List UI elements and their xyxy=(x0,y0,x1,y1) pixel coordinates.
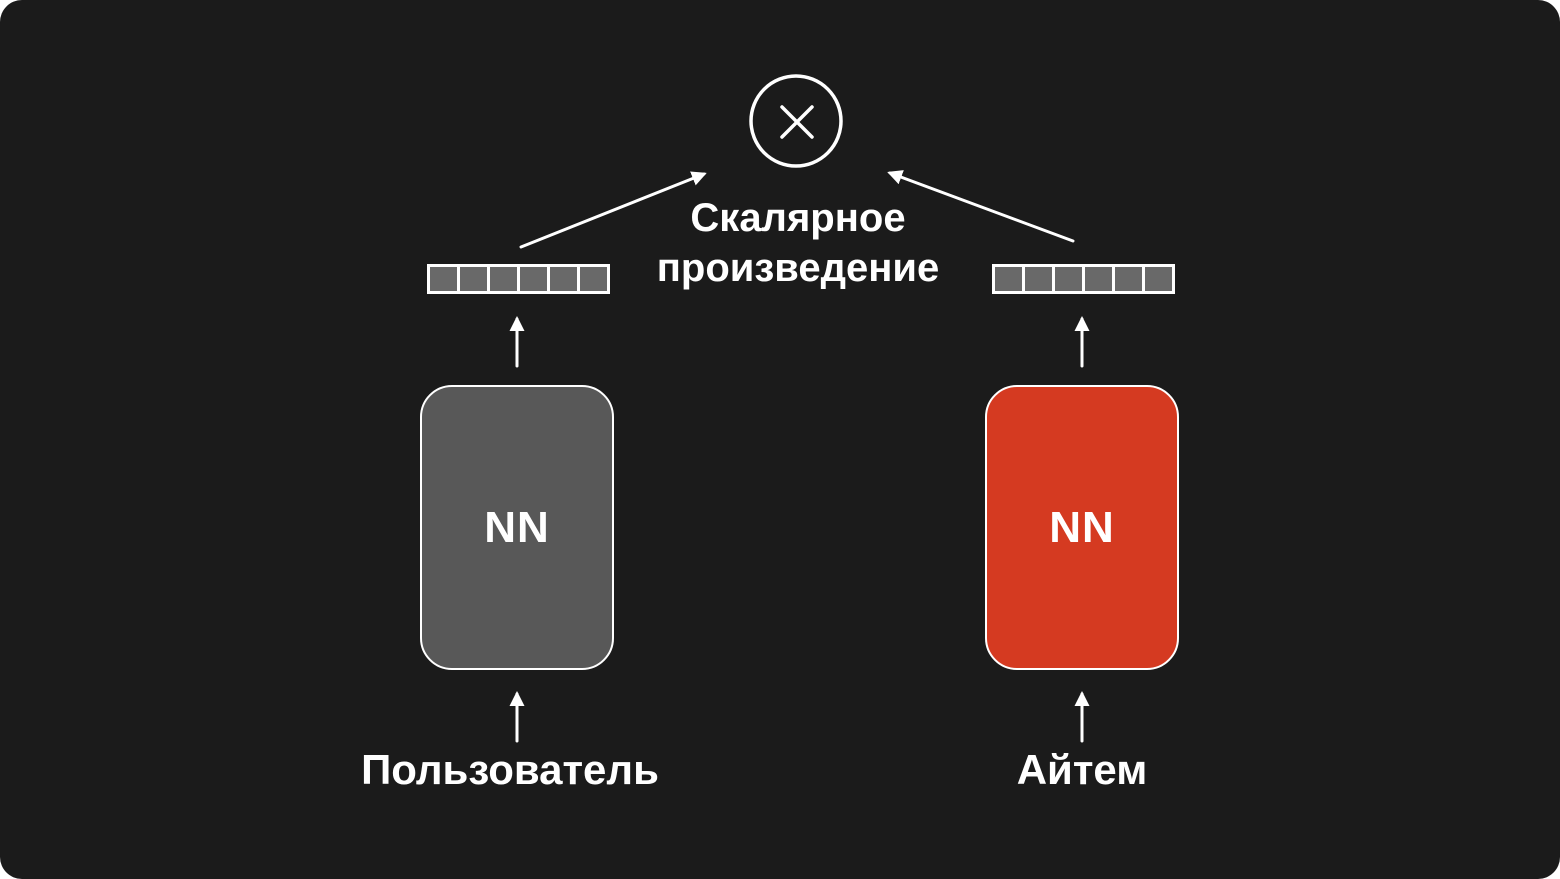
user-nn-label: NN xyxy=(484,502,550,552)
vector-cell xyxy=(430,267,457,291)
vector-cell xyxy=(580,267,607,291)
multiply-circle-icon xyxy=(749,74,843,168)
vector-cell xyxy=(1055,267,1082,291)
item-embedding-vector xyxy=(992,264,1175,294)
vector-cell xyxy=(1085,267,1112,291)
user-embedding-vector xyxy=(427,264,610,294)
user-nn-box: NN xyxy=(420,385,614,670)
vector-cell xyxy=(995,267,1022,291)
vector-cell xyxy=(460,267,487,291)
arrow-user-vector-to-product xyxy=(519,171,707,249)
operation-label: Скалярное произведение xyxy=(656,196,940,290)
item-nn-label: NN xyxy=(1049,502,1115,552)
arrow-item-vector-to-product xyxy=(887,170,1075,243)
vector-cell xyxy=(520,267,547,291)
item-nn-box: NN xyxy=(985,385,1179,670)
vector-cell xyxy=(550,267,577,291)
item-input-label: Айтем xyxy=(1016,746,1148,793)
vector-cell xyxy=(1025,267,1052,291)
vector-cell xyxy=(1115,267,1142,291)
user-input-label: Пользователь xyxy=(361,746,659,793)
vector-cell xyxy=(1145,267,1172,291)
vector-cell xyxy=(490,267,517,291)
